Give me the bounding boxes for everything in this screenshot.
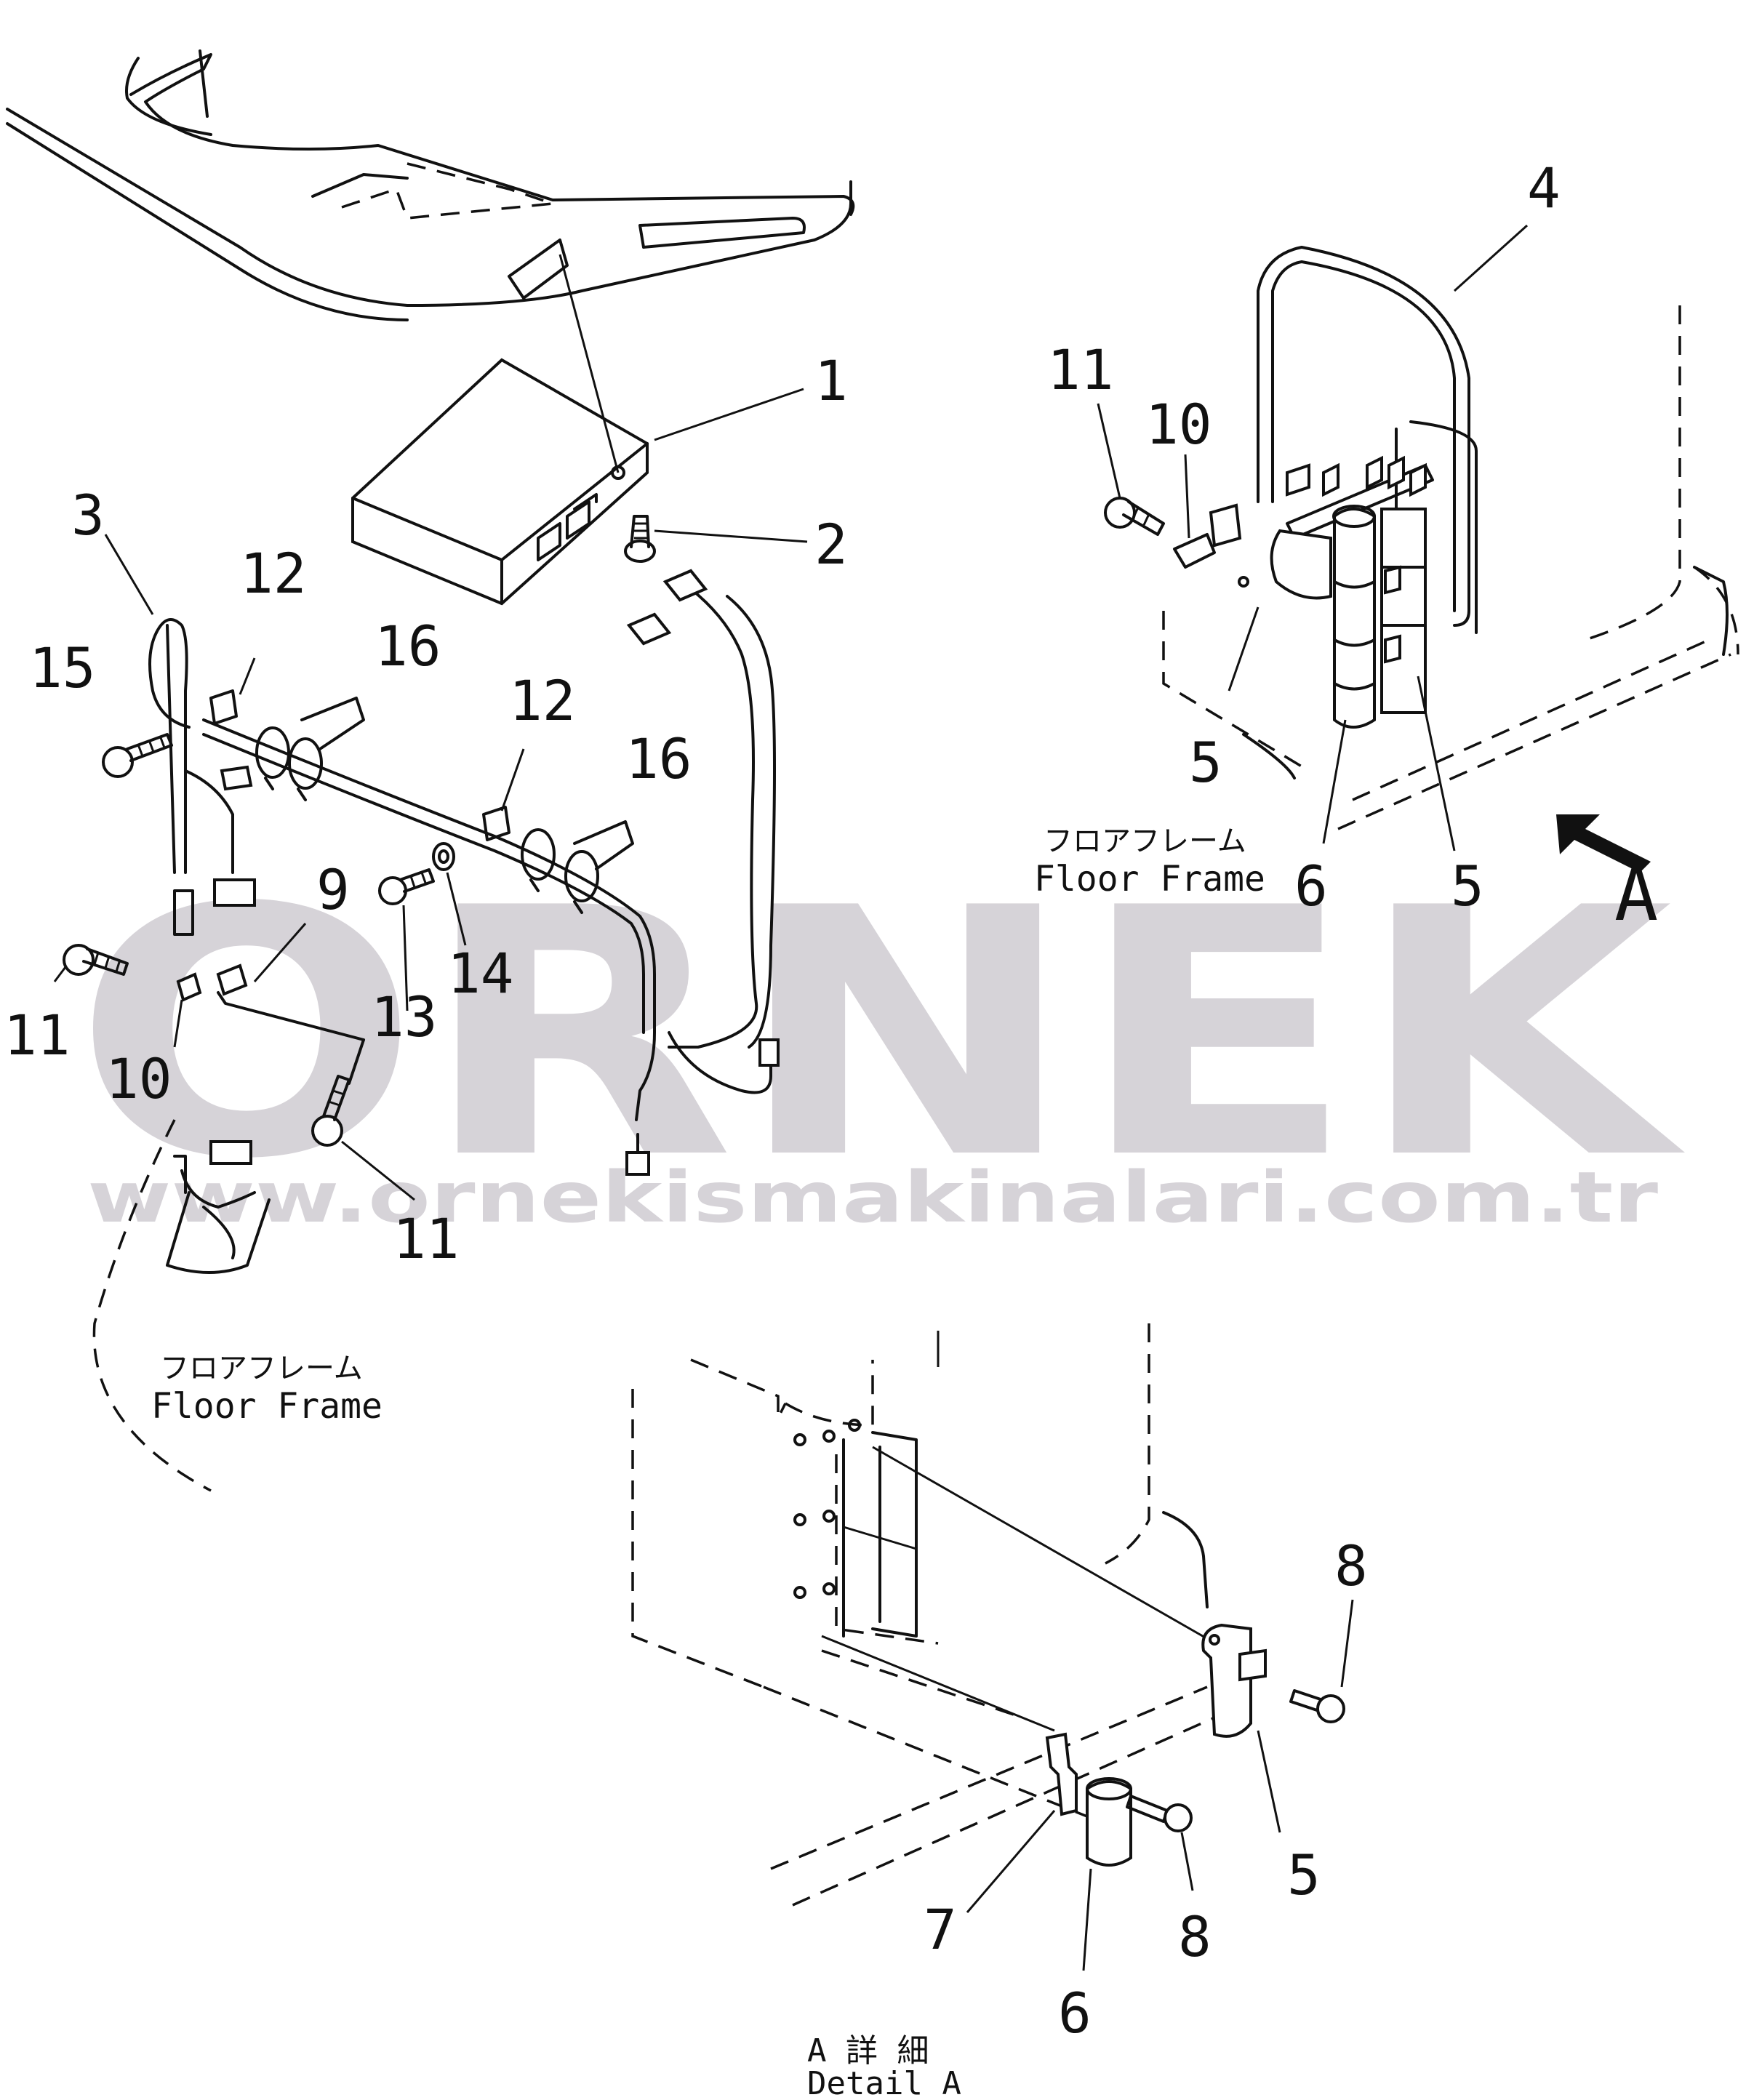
floor-frame-jp-upper: フロアフレーム bbox=[1044, 825, 1246, 858]
detail-a-jp: A 詳 細 bbox=[807, 2032, 929, 2069]
callout-8b: 8 bbox=[1178, 1904, 1212, 1969]
view-a-arrow bbox=[1556, 814, 1651, 873]
clip-group-left bbox=[63, 944, 365, 1274]
leader-lines bbox=[53, 224, 1529, 1971]
washer-14 bbox=[432, 842, 455, 871]
callout-16a: 16 bbox=[375, 614, 441, 678]
view-a-letter: A bbox=[1614, 852, 1658, 937]
callout-4: 4 bbox=[1527, 156, 1561, 220]
bolt-13 bbox=[378, 868, 435, 905]
watermark-url: www.ornekismakinalari.com.tr bbox=[87, 1157, 1659, 1238]
floor-frame-en-upper: Floor Frame bbox=[1034, 859, 1265, 899]
callout-12b: 12 bbox=[509, 668, 576, 733]
callout-15: 15 bbox=[29, 636, 96, 700]
floor-frame-en-lower: Floor Frame bbox=[151, 1386, 383, 1427]
callout-14: 14 bbox=[447, 941, 514, 1006]
callout-3: 3 bbox=[71, 483, 105, 548]
labels: フロアフレーム Floor Frame フロアフレーム Floor Frame … bbox=[151, 825, 1658, 2100]
callout-5a: 5 bbox=[1189, 730, 1222, 795]
callout-2: 2 bbox=[814, 512, 848, 577]
cab-panel bbox=[6, 49, 855, 321]
controller-box bbox=[351, 254, 649, 606]
callout-13: 13 bbox=[371, 985, 438, 1049]
callout-5c: 5 bbox=[1287, 1843, 1321, 1907]
relay-bracket-assembly bbox=[1104, 246, 1478, 780]
callout-11b: 11 bbox=[393, 1206, 460, 1271]
callout-6a: 6 bbox=[1294, 854, 1328, 918]
callout-11a: 11 bbox=[1047, 337, 1114, 402]
callout-10a: 10 bbox=[1145, 392, 1212, 457]
cab-outline-right bbox=[1337, 305, 1739, 830]
callout-8a: 8 bbox=[1334, 1534, 1368, 1598]
callout-12a: 12 bbox=[240, 541, 307, 606]
detail-a-en: Detail A bbox=[807, 2065, 961, 2100]
watermark: ORNEK www.ornekismakinalari.com.tr bbox=[73, 835, 1688, 1238]
wire-harness bbox=[148, 569, 780, 1176]
floor-frame-left bbox=[92, 1119, 212, 1492]
bolt-15 bbox=[102, 733, 173, 778]
callout-11c: 11 bbox=[4, 1003, 71, 1067]
detail-a-view bbox=[631, 1323, 1345, 1907]
callout-6b: 6 bbox=[1058, 1981, 1092, 2045]
callouts: 1 2 3 4 5 5 5 6 6 7 8 8 9 10 10 11 11 11… bbox=[4, 156, 1561, 2045]
floor-frame-jp-lower: フロアフレーム bbox=[160, 1352, 363, 1385]
callout-1: 1 bbox=[814, 348, 848, 413]
callout-7: 7 bbox=[924, 1897, 957, 1962]
callout-5b: 5 bbox=[1451, 854, 1484, 918]
callout-10b: 10 bbox=[105, 1046, 172, 1111]
bolt-2 bbox=[624, 515, 656, 563]
callout-9: 9 bbox=[316, 857, 350, 922]
callout-16b: 16 bbox=[625, 726, 692, 791]
